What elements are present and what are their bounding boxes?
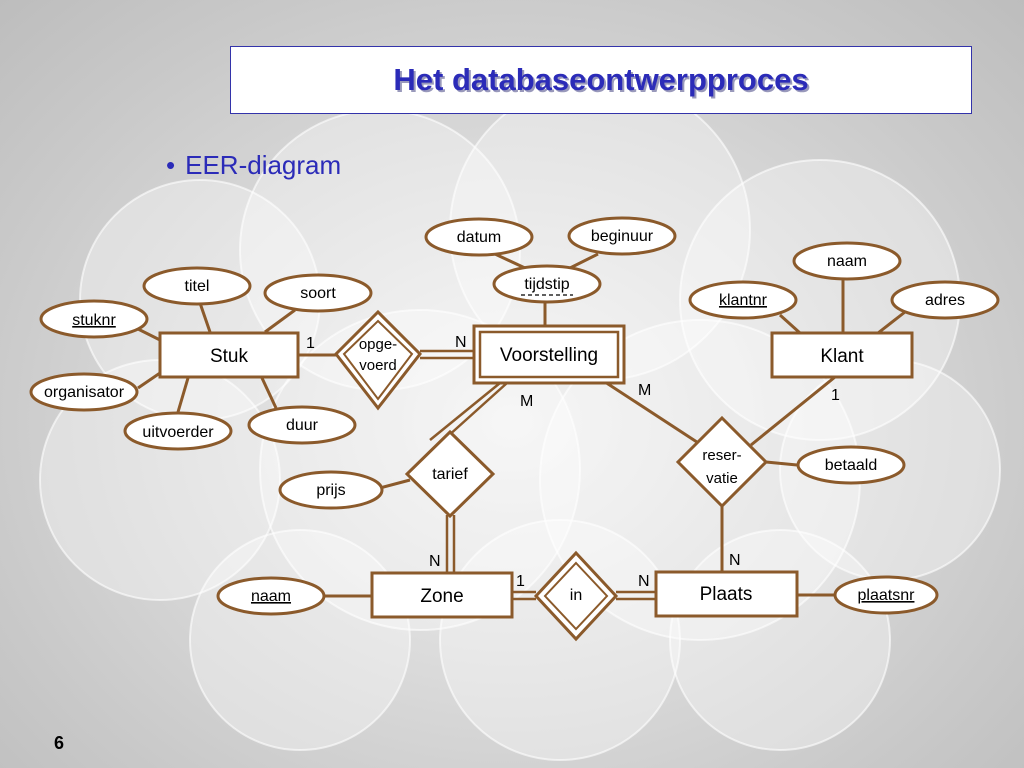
attribute-soort: soort [263,273,373,313]
link-organisator-stuk [137,371,161,390]
link-duur-stuk [260,377,278,409]
relationship-reservatie: reser- vatie [675,415,769,509]
attribute-betaald: betaald [796,445,906,485]
cardinality-plaats-in: N [638,573,650,590]
bullet-text: EER-diagram [185,150,342,180]
entity-voorstelling-label: Voorstelling [500,345,598,366]
attribute-prijs: prijs [278,470,384,510]
slide-title: Het databaseontwerpproces [393,62,809,97]
attribute-organisator-label: organisator [44,384,125,401]
entity-zone: Zone [370,571,514,619]
entity-zone-label: Zone [420,586,463,607]
link-soort-stuk [264,308,296,334]
cardinality-stuk-opgevoerd: 1 [306,335,315,352]
attribute-naam-klant-label: naam [827,253,867,270]
relationship-in: in [533,550,619,642]
attribute-beginuur-label: beginuur [591,228,654,245]
link-adres-klant [877,310,906,335]
attribute-titel: titel [142,266,252,306]
attribute-adres-label: adres [925,292,965,309]
cardinality-klant-reservatie: 1 [831,387,840,404]
link-betaald-reservatie [765,460,798,467]
relationship-tarief: tarief [404,429,496,519]
relationship-tarief-label: tarief [432,466,468,483]
cardinality-zone-in: 1 [516,573,525,590]
entity-stuk: Stuk [158,331,300,379]
cardinality-voorstelling-tarief: M [520,393,533,410]
attribute-tijdstip-label: tijdstip [524,276,569,293]
entity-plaats: Plaats [654,570,799,618]
attribute-datum-label: datum [457,229,501,246]
link-beginuur-tijdstip [569,252,599,270]
link-datum-tijdstip [494,252,526,270]
attribute-naam-zone-label: naam [251,588,291,605]
link-voorstelling-reservatie [604,380,704,448]
cardinality-voorstelling-opgevoerd: N [455,334,467,351]
attribute-beginuur: beginuur [567,216,677,256]
attribute-duur-label: duur [286,417,319,434]
entity-klant-label: Klant [820,346,864,367]
link-prijs-tarief [379,478,411,490]
attribute-titel-label: titel [185,278,210,295]
double-link-voorstelling-tarief-a [429,382,501,441]
link-klantnr-klant [778,313,802,335]
link-uitvoerder-stuk [176,377,190,413]
link-klant-reservatie [750,375,836,447]
attribute-uitvoerder-label: uitvoerder [142,424,214,441]
cardinality-plaats-reservatie: N [729,552,741,569]
attribute-prijs-label: prijs [316,482,345,499]
attribute-duur: duur [247,405,357,445]
attribute-plaatsnr-label: plaatsnr [858,587,916,604]
attribute-klantnr-label: klantnr [719,292,768,309]
title-box: Het databaseontwerpproces [230,46,972,114]
bullet-dot: • [166,150,176,180]
attribute-adres: adres [890,280,1000,320]
attribute-plaatsnr: plaatsnr [833,575,939,615]
entity-plaats-label: Plaats [700,584,753,605]
attribute-soort-label: soort [300,285,336,302]
entity-klant: Klant [770,331,914,379]
attribute-naam-zone: naam [216,576,326,616]
entity-voorstelling: Voorstelling [472,324,626,385]
attribute-klantnr: klantnr [688,280,798,320]
relationship-in-label: in [570,587,582,604]
attribute-naam-klant: naam [792,241,902,281]
relationship-opgevoerd-line1: opge- [359,336,397,353]
entity-stuk-label: Stuk [210,346,249,367]
relationship-opgevoerd-line2: voerd [359,357,397,374]
attribute-datum: datum [424,217,534,257]
relationship-reservatie-line1: reser- [702,447,741,464]
cardinality-voorstelling-reservatie: M [638,382,651,399]
relationship-reservatie-line2: vatie [706,470,738,487]
attribute-tijdstip: tijdstip [492,264,602,304]
attribute-organisator: organisator [29,372,139,412]
attribute-betaald-label: betaald [825,457,878,474]
page-number: 6 [54,733,65,753]
bullet-item: • EER-diagram [166,150,341,181]
cardinality-zone-tarief: N [429,553,441,570]
relationship-opgevoerd: opge- voerd [334,309,422,411]
attribute-stuknr: stuknr [39,299,149,339]
attribute-uitvoerder: uitvoerder [123,411,233,451]
link-titel-stuk [198,302,212,333]
attribute-stuknr-label: stuknr [72,312,116,329]
